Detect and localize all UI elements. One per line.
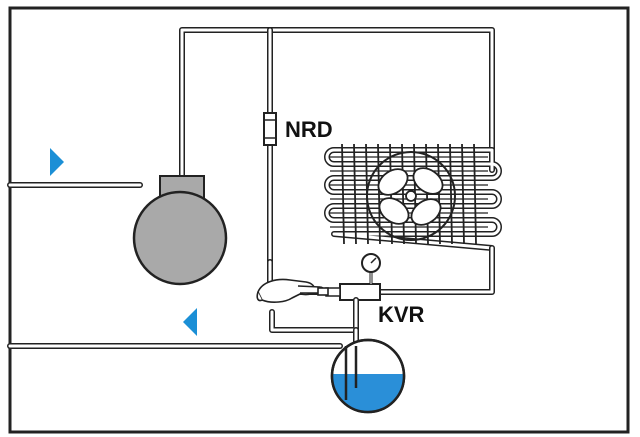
coil-fin <box>461 143 465 245</box>
flow-arrow-out-icon <box>183 308 197 336</box>
coil-fin <box>377 143 381 245</box>
compressor <box>132 175 228 286</box>
adjusting-hand-icon <box>256 278 329 303</box>
coil-fin <box>341 143 345 245</box>
nrd-label: NRD <box>285 117 333 142</box>
coil-fin <box>353 143 357 245</box>
coil-fin <box>425 143 429 245</box>
pressure-gauge-icon <box>361 253 381 273</box>
liquid-receiver <box>330 338 406 414</box>
kvr-label: KVR <box>378 302 425 327</box>
condenser-outlet-line <box>375 245 495 295</box>
nrd-valve <box>263 112 277 146</box>
flow-arrow-in-icon <box>50 148 64 176</box>
coil-fin <box>449 143 453 245</box>
watermark-text: 知乎 @制冷仿真探索者 <box>434 403 609 423</box>
coil-fin <box>473 143 477 245</box>
discharge-line <box>179 27 495 181</box>
outer-frame <box>8 6 630 434</box>
condenser-fan-icon <box>366 151 456 241</box>
coil-fin <box>401 143 405 245</box>
